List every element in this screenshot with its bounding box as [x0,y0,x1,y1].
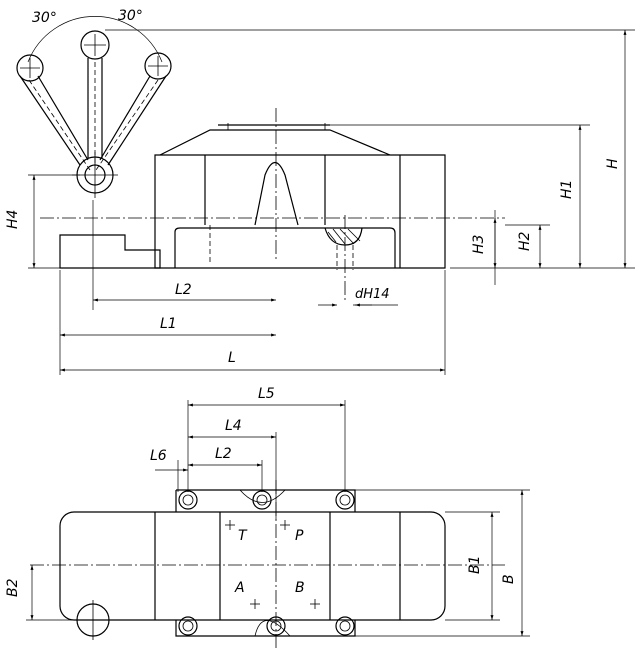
dim-B: B [501,574,517,584]
dim-L4: L4 [225,418,242,434]
handle-levers [19,58,167,171]
dim-H2: H2 [517,231,533,251]
port-B: B [295,580,305,596]
dim-L: L [228,350,236,366]
angle-left-label: 30° [32,10,57,26]
angle-right-label: 30° [118,8,143,24]
angle-arc [27,16,163,63]
handle-knob-center [80,30,110,60]
top-view: L5 L4 L2 L6 [5,386,530,650]
valve-body [59,234,161,269]
dim-L5: L5 [258,386,275,402]
dim-L1: L1 [160,316,177,332]
dim-L6: L6 [150,448,167,464]
dim-hole-dH14: dH14 [355,287,390,302]
dim-L2-top: L2 [215,446,232,462]
front-view: 30° 30° [5,8,635,375]
port-P: P [295,528,304,544]
port-T: T [238,528,248,544]
port-A: A [234,580,245,596]
dim-L2: L2 [175,282,192,298]
dim-H: H [605,158,621,169]
dim-B1: B1 [467,555,483,574]
dim-H4: H4 [5,210,21,229]
dim-H3: H3 [471,235,487,254]
dim-H1: H1 [559,180,575,199]
handle-knob-right [144,52,172,80]
valve-body-plan [59,511,446,621]
dim-B2: B2 [5,578,21,597]
